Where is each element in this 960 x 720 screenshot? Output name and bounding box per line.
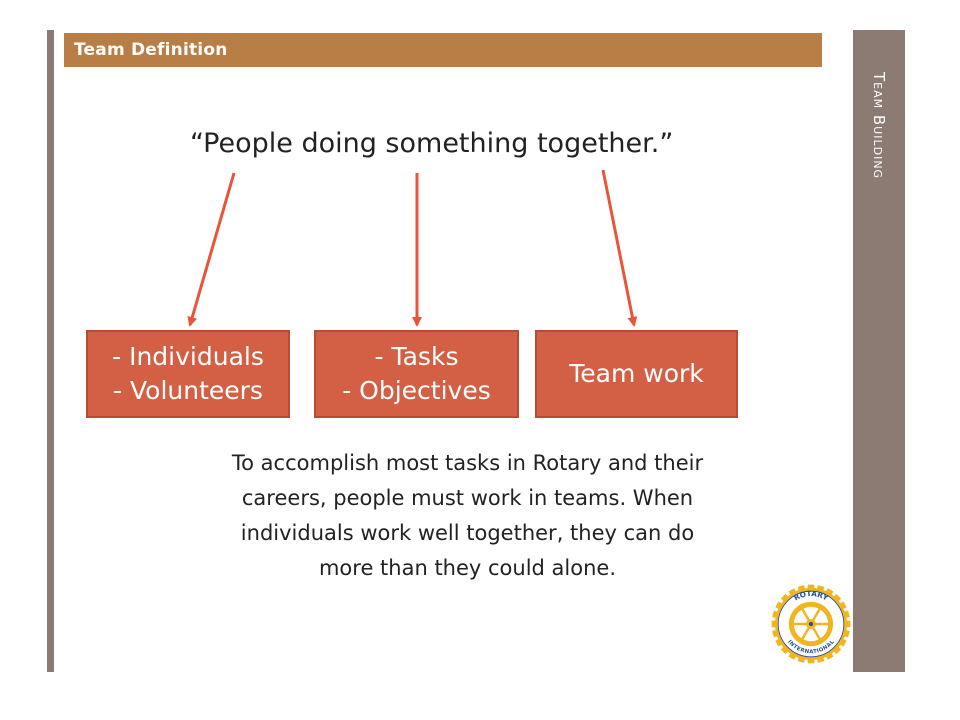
- box-tasks-line1: - Tasks: [374, 342, 459, 371]
- left-rule: [47, 30, 54, 672]
- box-individuals: - Individuals - Volunteers: [86, 330, 290, 418]
- section-title: Team Building: [870, 72, 888, 180]
- rotary-wheel-icon: ROTARY INTERNATIONAL: [771, 584, 851, 664]
- slide-title: Team Definition: [74, 40, 228, 60]
- body-text: To accomplish most tasks in Rotary and t…: [231, 451, 704, 580]
- side-panel: Team Building: [853, 30, 905, 672]
- box-tasks-line2: - Objectives: [342, 376, 491, 405]
- box-individuals-line1: - Individuals: [112, 342, 264, 371]
- box-teamwork-line1: Team work: [569, 359, 704, 388]
- box-teamwork: Team work: [535, 330, 738, 418]
- box-individuals-line2: - Volunteers: [113, 376, 263, 405]
- header-bar: Team Definition: [64, 33, 822, 67]
- arrow-to-individuals: [187, 172, 236, 327]
- box-tasks: - Tasks - Objectives: [314, 330, 519, 418]
- svg-text:ROTARY: ROTARY: [792, 589, 830, 603]
- arrow-to-teamwork: [601, 169, 638, 327]
- definition-quote: “People doing something together.”: [190, 128, 674, 159]
- logo-top-text: ROTARY: [792, 589, 830, 603]
